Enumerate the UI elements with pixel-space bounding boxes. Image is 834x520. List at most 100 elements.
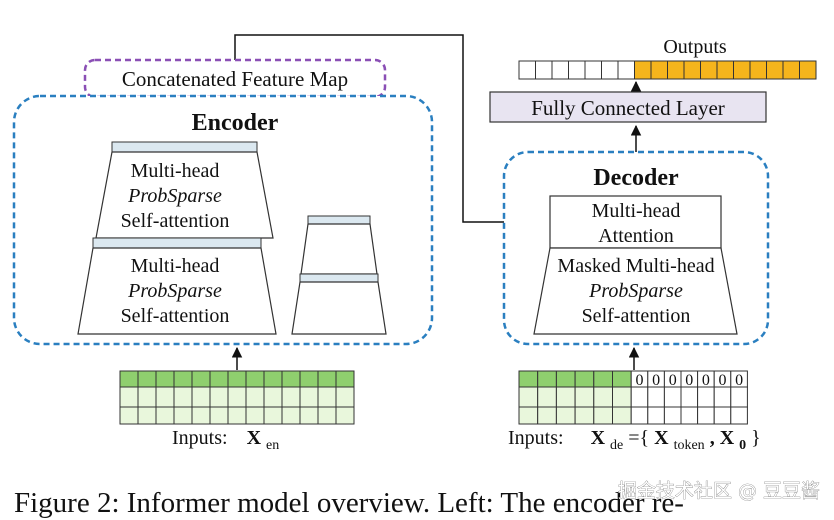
decoder-input-cell [555, 370, 576, 388]
encoder-input-cell [299, 386, 319, 408]
dec-masked-line1: Masked Multi-head [557, 255, 714, 277]
output-cell [535, 60, 553, 80]
encoder-input-cell [173, 386, 193, 408]
encoder-input-cell [281, 370, 301, 388]
encoder-input-cell [191, 406, 211, 425]
output-cell [518, 60, 536, 80]
dec-masked-line2: ProbSparse [588, 280, 683, 302]
decoder-input-cell [518, 406, 539, 425]
enc-block2-line1: Multi-head [131, 255, 220, 277]
encoder-input-cell [317, 386, 337, 408]
decoder-zero-cell [630, 406, 649, 425]
encoder-input-cell [263, 406, 283, 425]
decoder-zero-label: 0 [652, 372, 660, 389]
decoder-zero-label: 0 [735, 372, 743, 389]
decoder-inputs-zero-var: X [720, 427, 735, 449]
decoder-input-cell [537, 386, 557, 408]
dec-att-line2: Attention [598, 225, 674, 247]
enc-block2-line3: Self-attention [121, 305, 230, 327]
decoder-input-cell [537, 406, 557, 425]
encoder-input-cell [173, 406, 193, 425]
fully-connected-layer-box [489, 91, 767, 123]
decoder-zero-cell [647, 406, 665, 425]
output-cell [667, 60, 685, 80]
watermark-text: 掘金技术社区 @ 豆豆酱 [618, 480, 820, 502]
enc-block1-line2: ProbSparse [127, 185, 222, 207]
output-cell [749, 60, 767, 80]
decoder-zero-cell [630, 386, 649, 408]
decoder-attention-block [549, 195, 722, 249]
dec-masked-line3: Self-attention [582, 305, 691, 327]
encoder-input-cell [209, 406, 229, 425]
decoder-input-cell [518, 370, 539, 388]
encoder-input-cell [155, 386, 175, 408]
encoder-input-cell [119, 370, 139, 388]
dec-att-line1: Multi-head [592, 200, 681, 222]
encoder-input-cell [317, 370, 337, 388]
output-cell [799, 60, 817, 80]
output-cell [733, 60, 751, 80]
encoder-input-cell [209, 386, 229, 408]
concat-feature-map-box [83, 58, 387, 99]
output-cell [782, 60, 800, 80]
encoder-input-cell [191, 370, 211, 388]
output-cell [700, 60, 718, 80]
decoder-zero-cell [697, 386, 715, 408]
decoder-inputs-label: Inputs: X de ={ X token , X 0 } [508, 427, 761, 454]
decoder-inputs-var: X [591, 427, 606, 449]
encoder-input-cell [173, 370, 193, 388]
output-cell [650, 60, 668, 80]
encoder-title: Encoder [192, 110, 279, 136]
output-cell [568, 60, 586, 80]
decoder-zero-cell [663, 386, 682, 408]
encoder-input-cell [335, 370, 355, 388]
outputs-label: Outputs [663, 36, 727, 58]
output-cell [601, 60, 619, 80]
decoder-inputs-prefix: Inputs: [508, 427, 564, 449]
decoder-inputs-eq: ={ [628, 427, 649, 449]
encoder-input-cell [227, 386, 247, 408]
decoder-zero-label: 0 [636, 372, 644, 389]
encoder-stack-main [77, 141, 277, 335]
encoder-input-cell [335, 386, 355, 408]
decoder-zero-cell [680, 406, 699, 425]
output-cell [634, 60, 652, 80]
decoder-inputs-comma: , [710, 427, 720, 449]
encoder-input-cell [227, 370, 247, 388]
encoder-input-cell [263, 386, 283, 408]
output-cell [716, 60, 734, 80]
encoder-input-cell [137, 370, 157, 388]
encoder-inputs-label: Inputs: X en [172, 427, 279, 453]
encoder-input-cell [137, 406, 157, 425]
concat-feature-map-label: Concatenated Feature Map [122, 67, 348, 91]
decoder-input-cell [574, 370, 595, 388]
encoder-input-cell [119, 406, 139, 425]
decoder-zero-cell [730, 406, 748, 425]
encoder-input-cell [227, 406, 247, 425]
encoder-input-cell [335, 406, 355, 425]
figure-caption: Figure 2: Informer model overview. Left:… [14, 487, 684, 519]
encoder-input-cell [263, 370, 283, 388]
decoder-input-cell [593, 370, 613, 388]
output-cell [551, 60, 569, 80]
enc-block1-line1: Multi-head [131, 160, 220, 182]
encoder-input-cell [317, 406, 337, 425]
decoder-input-cell [555, 406, 576, 425]
decoder-inputs-close: } [751, 427, 761, 449]
encoder-input-cell [245, 386, 265, 408]
encoder-inputs-prefix: Inputs: [172, 427, 228, 449]
decoder-zero-cell [663, 406, 682, 425]
decoder-zero-cell [713, 406, 732, 425]
decoder-title: Decoder [593, 165, 679, 191]
decoder-input-cell [574, 386, 595, 408]
encoder-inputs-sub: en [266, 438, 279, 453]
encoder-input-cell [281, 406, 301, 425]
enc-block1-line3: Self-attention [121, 210, 230, 232]
decoder-inputs-sub: de [610, 438, 623, 453]
encoder-input-cell [245, 370, 265, 388]
decoder-zero-cell [713, 386, 732, 408]
concat-to-decoder-connector [234, 34, 550, 228]
decoder-zero-label: 0 [685, 372, 693, 389]
output-cell [766, 60, 784, 80]
